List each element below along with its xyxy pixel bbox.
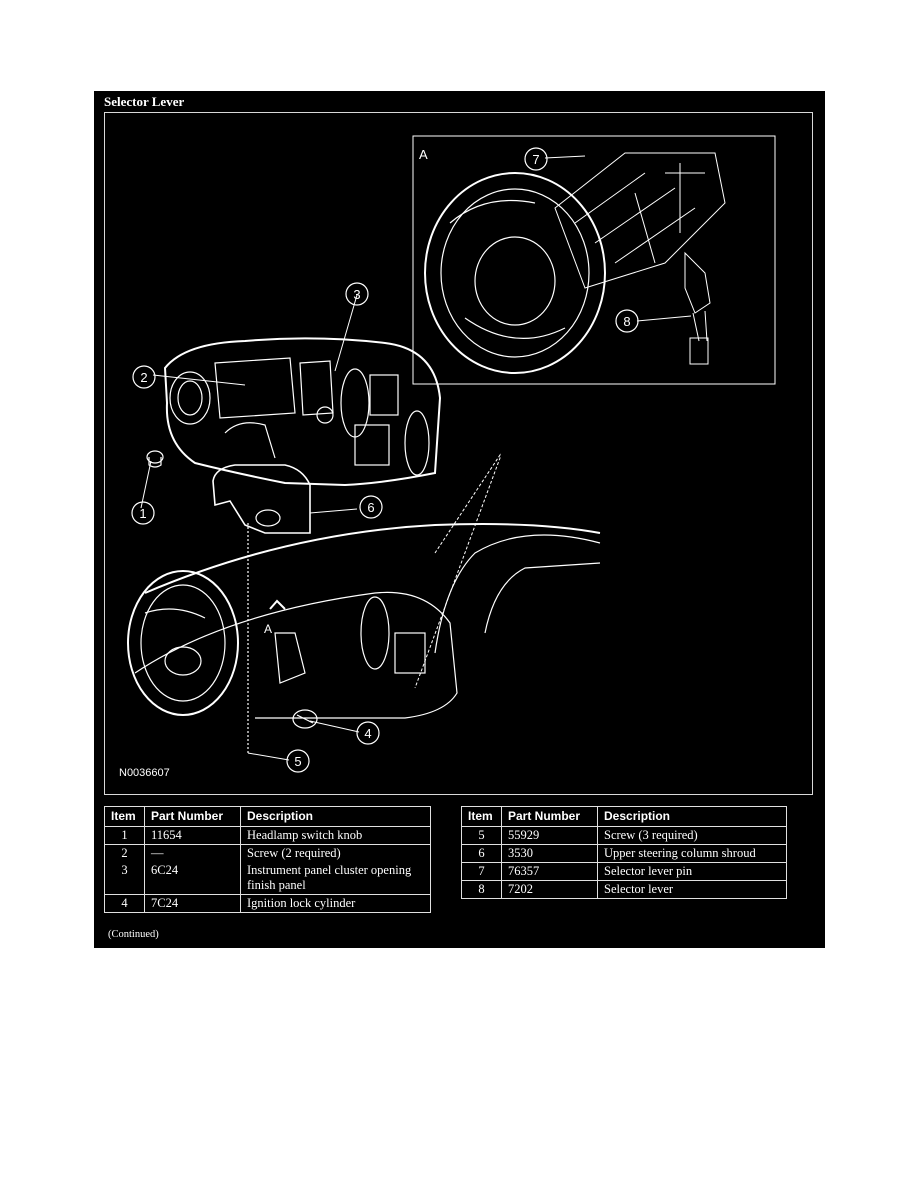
item-cell: 8: [461, 880, 502, 899]
svg-text:6: 6: [367, 500, 374, 515]
part-number-cell: 7C24: [144, 894, 241, 913]
exploded-view-illustration: A: [119, 135, 776, 779]
table-row: 7 76357 Selector lever pin: [461, 862, 787, 881]
table-header-row: Item Part Number Description: [461, 806, 787, 827]
description-cell: Instrument panel cluster opening finish …: [240, 862, 431, 895]
callout-5: 5: [286, 749, 310, 773]
leader-lines: [140, 155, 692, 761]
part-number-cell: —: [144, 844, 241, 862]
upper-steering-column-shroud: [212, 464, 311, 534]
svg-text:2: 2: [140, 370, 147, 385]
part-number-cell: 6C24: [144, 862, 241, 895]
table-row: 1 11654 Headlamp switch knob: [104, 826, 431, 845]
svg-text:7: 7: [532, 152, 539, 167]
svg-text:3: 3: [353, 287, 360, 302]
description-cell: Headlamp switch knob: [240, 826, 431, 845]
inset-steering-wheel: [424, 172, 606, 374]
svg-text:1: 1: [139, 506, 146, 521]
callout-8: 8: [615, 309, 639, 333]
description-cell: Selector lever pin: [597, 862, 787, 881]
dashboard-steering-wheel: [127, 570, 239, 716]
vehicle-dashboard: [134, 523, 601, 719]
part-number-cell: 3530: [501, 844, 598, 863]
svg-text:5: 5: [294, 754, 301, 769]
header-description: Description: [240, 806, 431, 827]
description-cell: Upper steering column shroud: [597, 844, 787, 863]
callout-7: 7: [524, 147, 548, 171]
page-frame: Selector Lever A: [94, 91, 825, 948]
header-item: Item: [461, 806, 502, 827]
description-cell: Screw (3 required): [597, 826, 787, 845]
inset-steering-column: [554, 152, 726, 365]
part-number-cell: 76357: [501, 862, 598, 881]
headlamp-switch-knob: [146, 450, 164, 468]
table-row: 8 7202 Selector lever: [461, 880, 787, 899]
ignition-lock-cylinder: [292, 709, 318, 729]
item-cell: 1: [104, 826, 145, 845]
figure-id: N0036607: [119, 767, 170, 779]
table-row: 6 3530 Upper steering column shroud: [461, 844, 787, 863]
item-cell: 3: [104, 862, 145, 895]
callout-4: 4: [356, 721, 380, 745]
description-cell: Ignition lock cylinder: [240, 894, 431, 913]
callout-6: 6: [359, 495, 383, 519]
item-cell: 4: [104, 894, 145, 913]
header-part-number: Part Number: [144, 806, 241, 827]
inset-label: A: [419, 147, 428, 162]
item-cell: 2: [104, 844, 145, 862]
header-part-number: Part Number: [501, 806, 598, 827]
parts-table-left: Item Part Number Description 1 11654 Hea…: [104, 806, 431, 913]
table-row: 4 7C24 Ignition lock cylinder: [104, 894, 431, 913]
table-header-row: Item Part Number Description: [104, 806, 431, 827]
section-title: Selector Lever: [104, 94, 185, 109]
table-row: 2 — Screw (2 required): [104, 844, 431, 862]
callout-1: 1: [131, 501, 155, 525]
parts-table-right: Item Part Number Description 5 55929 Scr…: [461, 806, 787, 899]
part-number-cell: 7202: [501, 880, 598, 899]
header-description: Description: [597, 806, 787, 827]
figure-box: A: [104, 112, 813, 795]
callout-3: 3: [345, 282, 369, 306]
instrument-panel-finish-panel: [163, 337, 442, 487]
item-cell: 7: [461, 862, 502, 881]
item-cell: 6: [461, 844, 502, 863]
description-cell: Screw (2 required): [240, 844, 431, 862]
continued-note: (Continued): [108, 929, 159, 940]
table-row: 5 55929 Screw (3 required): [461, 826, 787, 845]
detail-marker: A: [264, 622, 272, 636]
header-item: Item: [104, 806, 145, 827]
svg-text:4: 4: [364, 726, 371, 741]
inset-frame: [412, 135, 776, 385]
item-cell: 5: [461, 826, 502, 845]
table-row: 3 6C24 Instrument panel cluster opening …: [104, 862, 431, 895]
part-number-cell: 55929: [501, 826, 598, 845]
svg-text:8: 8: [623, 314, 630, 329]
callout-2: 2: [132, 365, 156, 389]
part-number-cell: 11654: [144, 826, 241, 845]
description-cell: Selector lever: [597, 880, 787, 899]
